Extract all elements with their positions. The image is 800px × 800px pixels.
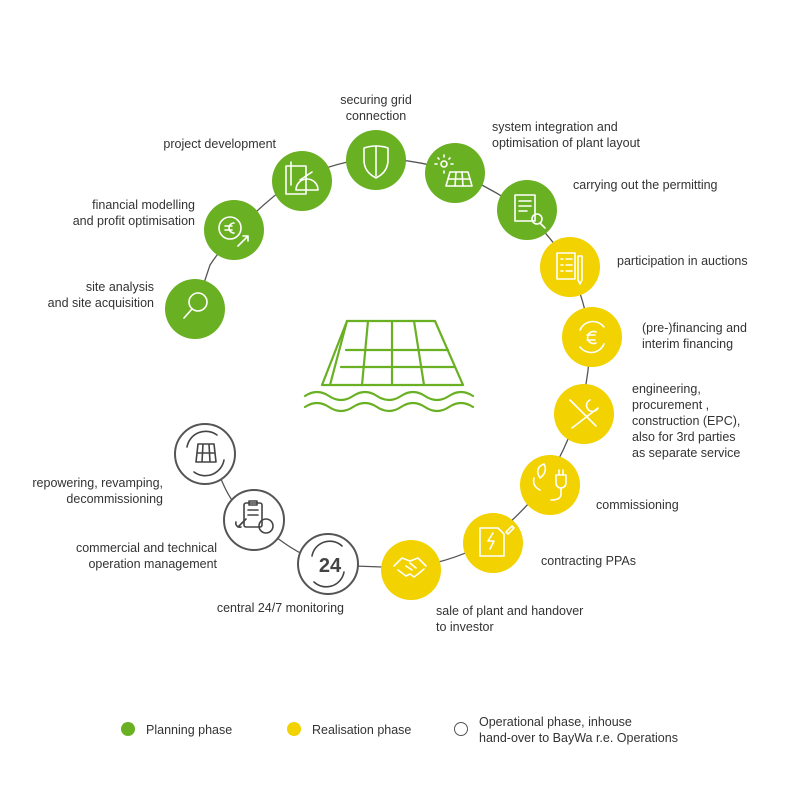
legend-operational-dot bbox=[454, 722, 468, 736]
step-project-label: project development bbox=[163, 137, 276, 151]
step-permit-circle bbox=[497, 180, 557, 240]
blueprint-tools-icon bbox=[285, 161, 319, 195]
legend-planning-label: Planning phase bbox=[146, 723, 233, 737]
clipboard-wrench-money-icon bbox=[235, 500, 274, 534]
step-operation-circle bbox=[223, 489, 285, 551]
step-sale-label: sale of plant and handover to investor bbox=[436, 604, 584, 634]
step-auction-circle bbox=[540, 237, 600, 297]
legend-realisation-label: Realisation phase bbox=[312, 723, 412, 737]
step-monitor-circle bbox=[297, 533, 359, 595]
step-site-circle bbox=[165, 279, 225, 339]
handshake-icon bbox=[393, 557, 427, 578]
step-epc-label: engineering, procurement , construction … bbox=[632, 382, 741, 460]
magnifier-icon bbox=[183, 292, 208, 319]
floating-solar-plant-icon bbox=[303, 319, 475, 413]
legend-operational-label: Operational phase, inhouse hand-over to … bbox=[479, 715, 678, 745]
step-system-circle bbox=[425, 143, 485, 203]
wrench-screwdriver-icon bbox=[569, 399, 599, 429]
step-site-label: site analysis and site acquisition bbox=[47, 280, 154, 310]
legend-realisation-dot bbox=[287, 722, 301, 736]
step-operation-label: commercial and technical operation manag… bbox=[75, 541, 217, 571]
solar-panel-cycle-icon bbox=[186, 430, 225, 477]
step-grid-label: securing grid connection bbox=[340, 93, 412, 123]
step-repower-label: repowering, revamping, decommissioning bbox=[32, 476, 163, 506]
step-prefinance-circle bbox=[562, 307, 622, 367]
step-financial-label: financial modelling and profit optimisat… bbox=[72, 198, 195, 228]
step-prefinance-label: (pre-)financing and interim financing bbox=[642, 321, 747, 351]
contract-energy-icon bbox=[479, 525, 515, 557]
solar-panel-sun-icon bbox=[434, 154, 473, 187]
document-search-icon bbox=[514, 194, 546, 229]
step-financial-circle bbox=[204, 200, 264, 260]
step-repower-circle bbox=[174, 423, 236, 485]
step-circles bbox=[165, 130, 622, 600]
euro-growth-icon bbox=[218, 216, 249, 247]
legend-planning-dot bbox=[121, 722, 135, 736]
shield-icon bbox=[363, 145, 389, 179]
step-permit-label: carrying out the permitting bbox=[573, 178, 718, 192]
step-auction-label: participation in auctions bbox=[617, 254, 748, 268]
step-monitor-label: central 24/7 monitoring bbox=[216, 601, 344, 615]
step-commission-circle bbox=[520, 455, 580, 515]
plug-leaf-icon bbox=[532, 463, 567, 501]
checklist-pen-icon bbox=[556, 252, 583, 285]
euro-cycle-icon bbox=[579, 320, 605, 354]
clock-24-icon bbox=[311, 540, 345, 588]
step-ppa-label: contracting PPAs bbox=[541, 554, 636, 568]
step-system-label: system integration and optimisation of p… bbox=[492, 120, 641, 150]
clock-24-text: 24 bbox=[319, 555, 342, 577]
step-commission-label: commissioning bbox=[596, 498, 679, 512]
